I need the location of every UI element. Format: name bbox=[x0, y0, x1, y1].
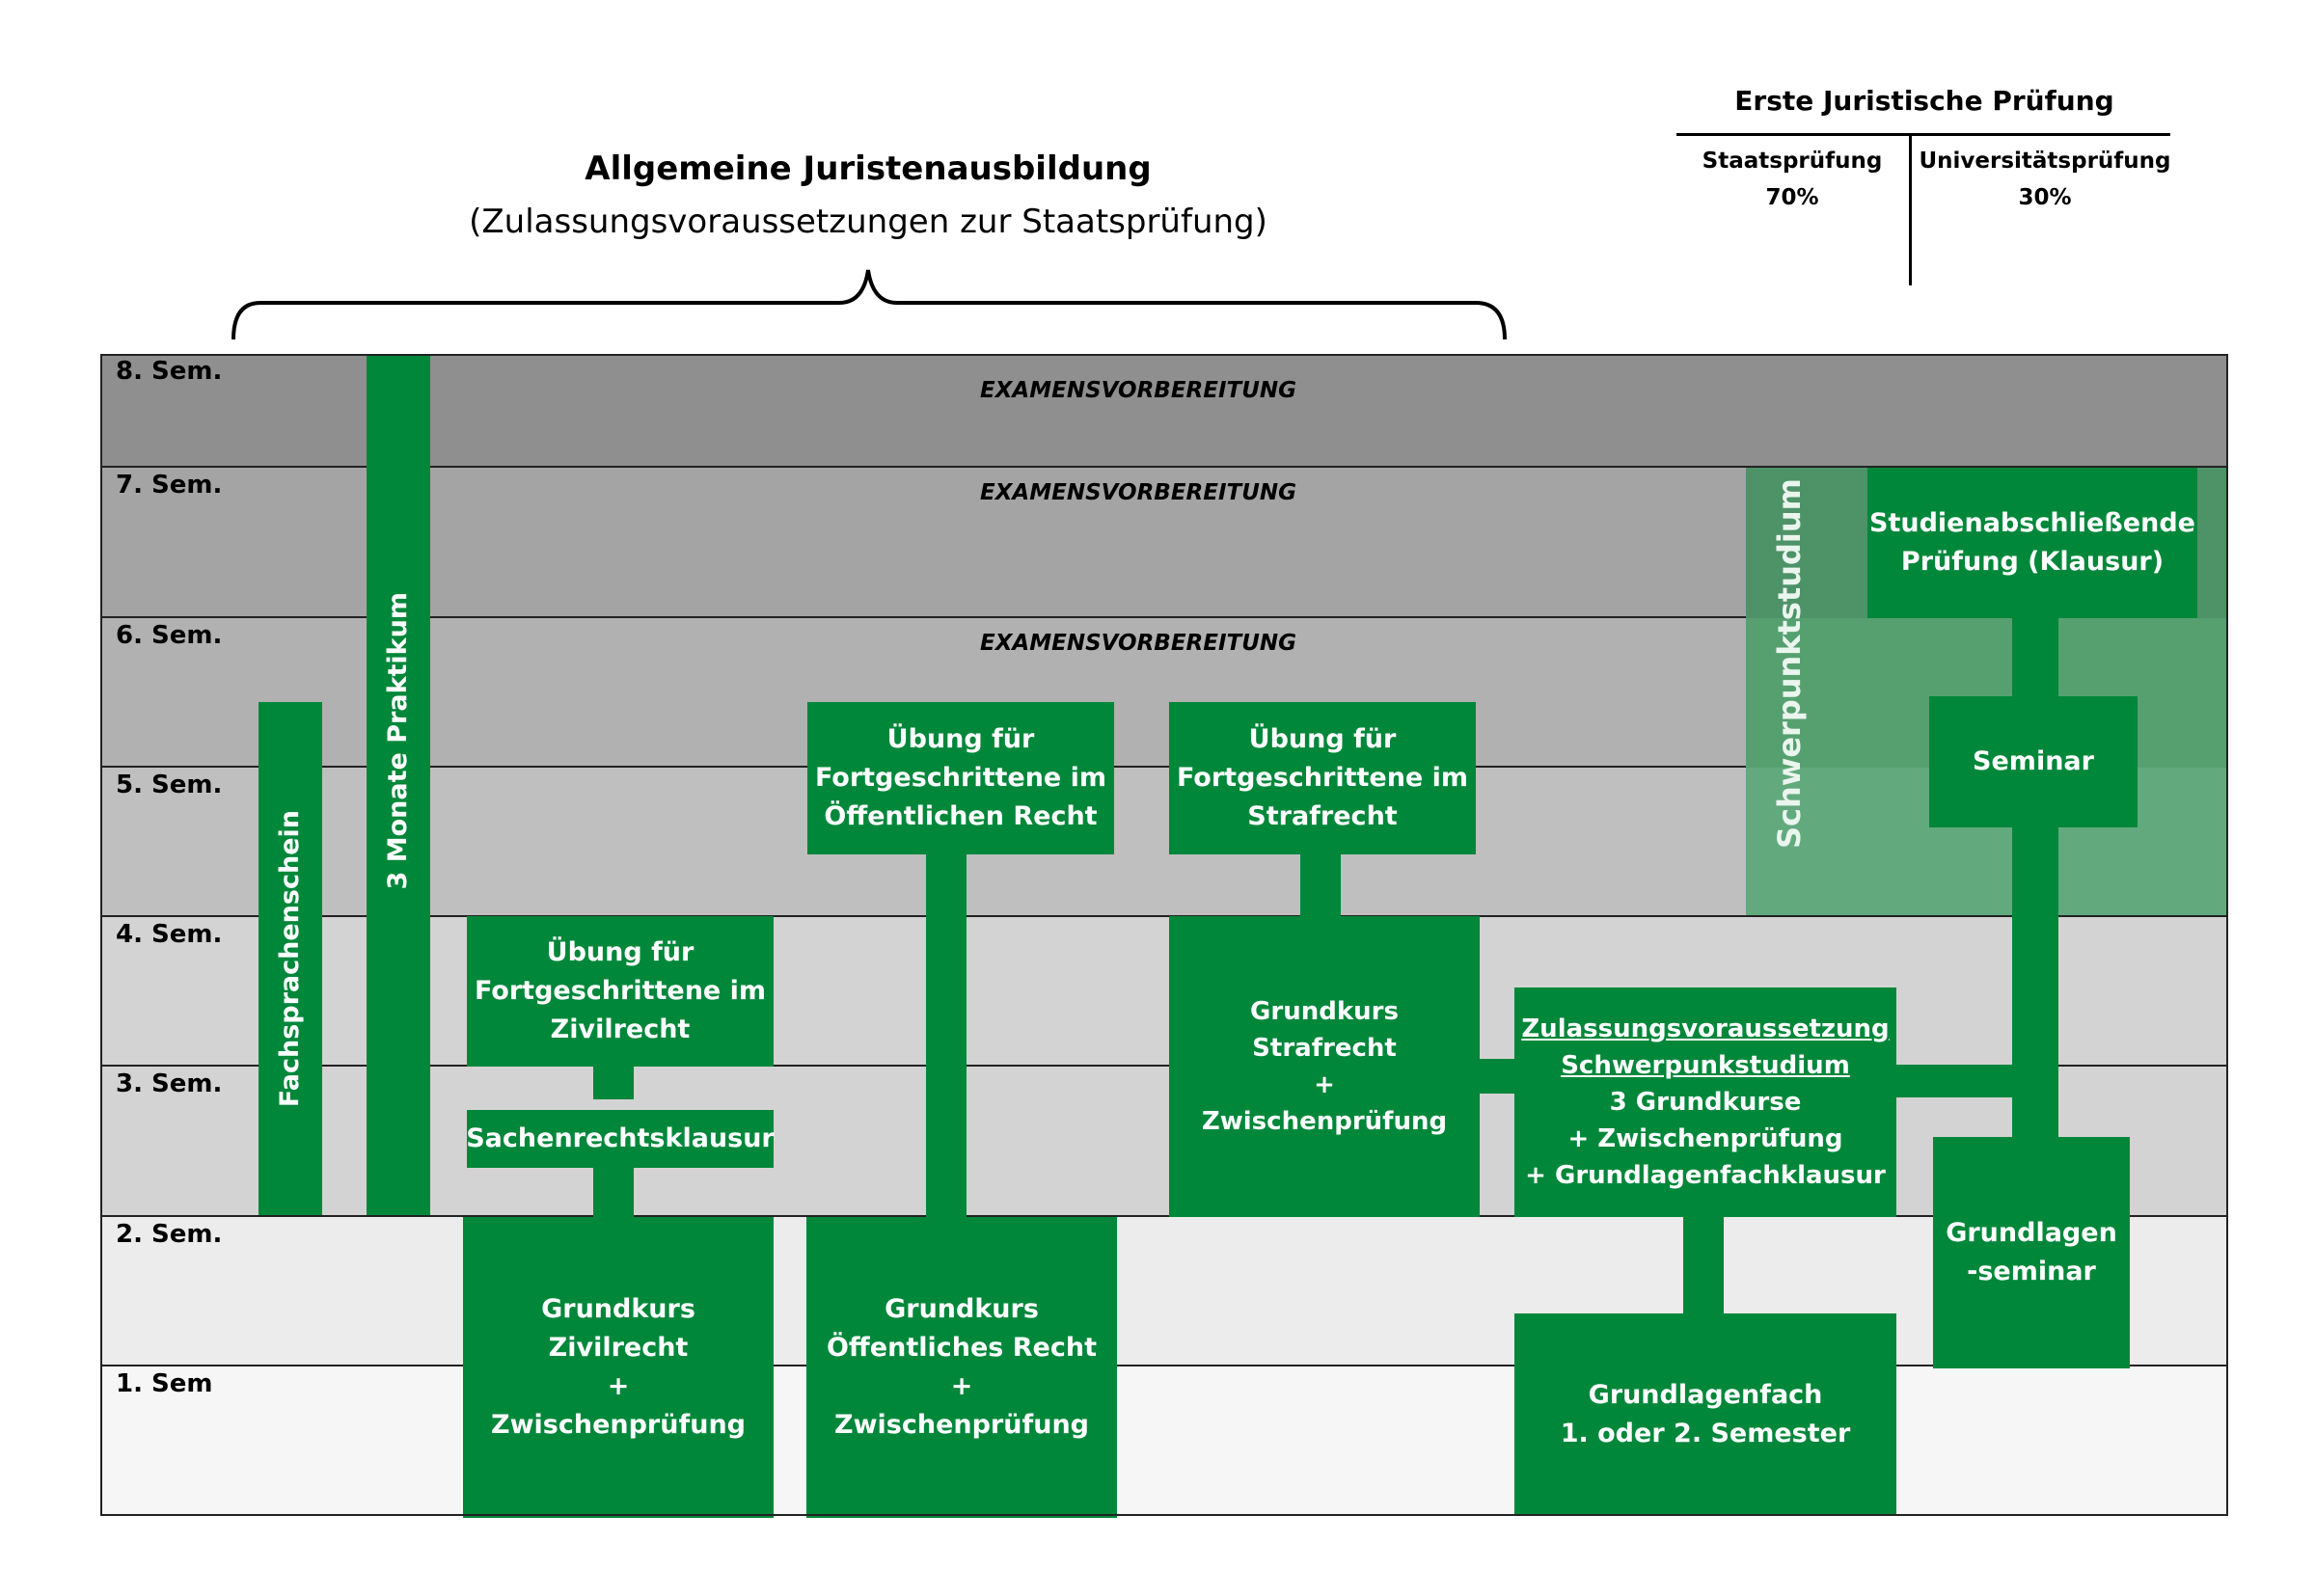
uebung-oeff-line-2: Fortgeschrittene im bbox=[814, 763, 1107, 793]
uebung-oeffentliches-recht-box: Übung für Fortgeschrittene im Öffentlich… bbox=[807, 702, 1114, 854]
connector-zivil-1 bbox=[593, 1061, 634, 1099]
grundkurs-zivil-line-3: + bbox=[607, 1371, 630, 1401]
exam-state-column: Staatsprüfung 70% bbox=[1678, 143, 1906, 216]
grundkurs-straf-line-2: Strafrecht bbox=[1252, 1034, 1397, 1063]
grundkurs-zivil-line-1: Grundkurs bbox=[541, 1294, 695, 1324]
zulassung-line-4: + Zwischenprüfung bbox=[1567, 1124, 1843, 1153]
connector-zivil-2 bbox=[593, 1162, 634, 1222]
abschluss-line-1: Studienabschließende bbox=[1869, 508, 2195, 538]
uebung-straf-line-2: Fortgeschrittene im bbox=[1176, 763, 1469, 793]
grundkurs-oeffentliches-recht-box: Grundkurs Öffentliches Recht + Zwischenp… bbox=[806, 1217, 1117, 1518]
sachenrecht-label: Sachenrechtsklausur bbox=[466, 1123, 775, 1153]
sem-label-6: 6. Sem. bbox=[116, 621, 223, 650]
exam-state-share: 70% bbox=[1765, 185, 1819, 210]
zulassung-schwerpunkt-box: Zulassungsvoraussetzung Schwerpunkstudiu… bbox=[1514, 987, 1896, 1217]
uebung-zivil-line-2: Fortgeschrittene im bbox=[474, 976, 767, 1006]
zulassung-line-5: + Grundlagenfachklausur bbox=[1525, 1161, 1886, 1190]
uebung-zivil-line-3: Zivilrecht bbox=[550, 1014, 691, 1044]
exam-divider bbox=[1909, 135, 1912, 285]
uebung-oeff-line-1: Übung für bbox=[886, 724, 1035, 754]
uebung-strafrecht-box: Übung für Fortgeschrittene im Strafrecht bbox=[1169, 702, 1476, 854]
band-sem-8 bbox=[100, 354, 2228, 468]
zulassung-line-2: Schwerpunkstudium bbox=[1561, 1051, 1850, 1080]
grundkurs-zivil-line-2: Zivilrecht bbox=[548, 1333, 689, 1363]
exam-prep-label-6: EXAMENSVORBEREITUNG bbox=[979, 631, 1297, 656]
grundlagenseminar-line-1: Grundlagen bbox=[1946, 1218, 2117, 1248]
zulassung-line-1: Zulassungsvoraussetzung bbox=[1521, 1014, 1890, 1043]
exam-uni-column: Universitätsprüfung 30% bbox=[1914, 143, 2176, 216]
grundkurs-straf-line-1: Grundkurs bbox=[1250, 997, 1399, 1026]
fachsprachenschein-label: Fachsprachenschein bbox=[275, 809, 305, 1108]
sem-label-5: 5. Sem. bbox=[116, 771, 223, 799]
connector-straf-zulassung bbox=[1480, 1059, 1516, 1094]
grundlagenseminar-box: Grundlagen -seminar bbox=[1933, 1137, 2130, 1368]
band-sem-2 bbox=[100, 1217, 2228, 1366]
uebung-zivil-line-1: Übung für bbox=[546, 937, 694, 967]
grundkurs-straf-line-4: Zwischenprüfung bbox=[1201, 1107, 1448, 1136]
uebung-oeff-line-3: Öffentlichen Recht bbox=[824, 801, 1098, 831]
fachsprachenschein-bar: Fachsprachenschein bbox=[259, 702, 322, 1215]
connector-zulassung-seminar bbox=[1896, 1065, 2014, 1097]
sem-label-2: 2. Sem. bbox=[116, 1220, 223, 1249]
main-title: Allgemeine Juristenausbildung bbox=[585, 149, 1152, 188]
sem-label-4: 4. Sem. bbox=[116, 920, 223, 949]
exam-uni-share: 30% bbox=[2018, 185, 2072, 210]
band-sem-1 bbox=[100, 1366, 2228, 1516]
schwerpunkt-label: Schwerpunktstudium bbox=[1771, 477, 1808, 849]
sem-label-7: 7. Sem. bbox=[116, 471, 223, 500]
sem-label-8: 8. Sem. bbox=[116, 357, 223, 386]
main-subtitle: (Zulassungsvoraussetzungen zur Staatsprü… bbox=[469, 203, 1267, 241]
uebung-straf-line-3: Strafrecht bbox=[1247, 801, 1398, 831]
connector-oeff bbox=[926, 853, 967, 1222]
schwerpunkt-anchor bbox=[1746, 468, 1747, 469]
grundkurs-zivil-line-4: Zwischenprüfung bbox=[491, 1410, 746, 1440]
exam-rule bbox=[1676, 133, 2170, 136]
sem-label-1: 1. Sem bbox=[116, 1369, 213, 1398]
sachenrechtsklausur-box: Sachenrechtsklausur bbox=[466, 1110, 775, 1168]
connector-grundlagenfach bbox=[1683, 1215, 1724, 1316]
seminar-box: Seminar bbox=[1929, 696, 2138, 827]
praktikum-label: 3 Monate Praktikum bbox=[383, 592, 413, 890]
grundlagenfach-line-2: 1. oder 2. Semester bbox=[1560, 1419, 1851, 1448]
grundlagenfach-box: Grundlagenfach 1. oder 2. Semester bbox=[1514, 1313, 1896, 1516]
grundkurs-oeff-line-1: Grundkurs bbox=[885, 1294, 1039, 1324]
seminar-label: Seminar bbox=[1973, 746, 2094, 776]
grundkurs-straf-line-3: + bbox=[1314, 1070, 1335, 1099]
abschluss-line-2: Prüfung (Klausur) bbox=[1900, 547, 2165, 577]
connector-abschluss-seminar bbox=[2012, 617, 2058, 698]
exam-state-label: Staatsprüfung bbox=[1702, 149, 1883, 174]
studienabschliessende-pruefung-box: Studienabschließende Prüfung (Klausur) bbox=[1867, 468, 2197, 618]
uebung-zivilrecht-box: Übung für Fortgeschrittene im Zivilrecht bbox=[467, 916, 774, 1067]
exam-prep-label-8: EXAMENSVORBEREITUNG bbox=[979, 378, 1297, 403]
sem-label-3: 3. Sem. bbox=[116, 1069, 223, 1098]
grundkurs-oeff-line-2: Öffentliches Recht bbox=[826, 1333, 1098, 1363]
connector-straf bbox=[1300, 853, 1341, 921]
zulassung-line-3: 3 Grundkurse bbox=[1609, 1088, 1802, 1117]
curly-brace bbox=[232, 269, 1507, 340]
connector-seminar-grundlagen bbox=[2012, 825, 2058, 1140]
exam-prep-label-7: EXAMENSVORBEREITUNG bbox=[979, 480, 1297, 505]
grundlagenfach-line-1: Grundlagenfach bbox=[1588, 1380, 1823, 1410]
grundkurs-oeff-line-4: Zwischenprüfung bbox=[834, 1410, 1089, 1440]
grundkurs-zivilrecht-box: Grundkurs Zivilrecht + Zwischenprüfung bbox=[463, 1217, 774, 1518]
exam-title: Erste Juristische Prüfung bbox=[1734, 85, 2114, 117]
praktikum-bar: 3 Monate Praktikum bbox=[367, 354, 430, 1215]
uebung-straf-line-1: Übung für bbox=[1248, 724, 1397, 754]
exam-uni-label: Universitätsprüfung bbox=[1919, 149, 2171, 174]
grundkurs-strafrecht-box: Grundkurs Strafrecht + Zwischenprüfung bbox=[1169, 916, 1480, 1217]
grundlagenseminar-line-2: -seminar bbox=[1967, 1257, 2096, 1286]
grundkurs-oeff-line-3: + bbox=[950, 1371, 973, 1401]
